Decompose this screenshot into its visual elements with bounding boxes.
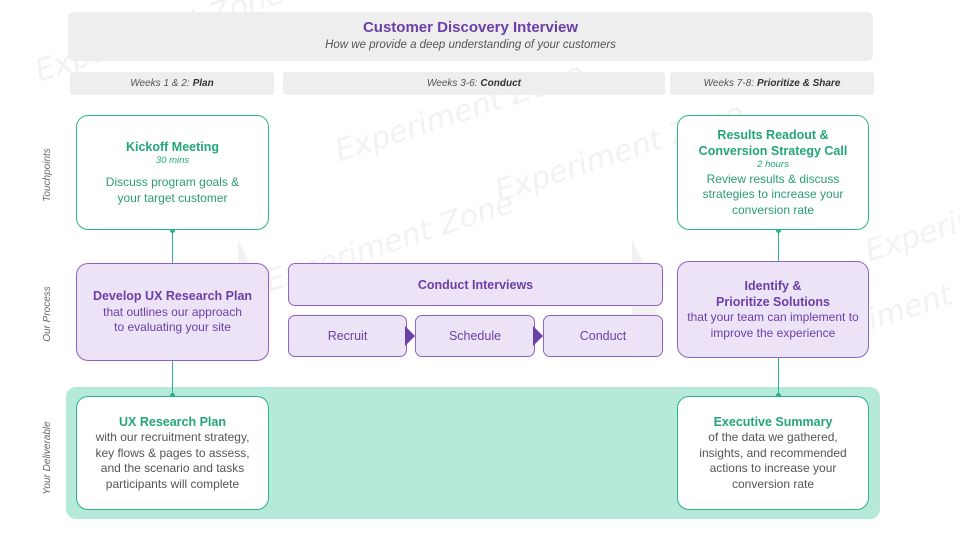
card-body: of the data we gathered, insights, and r…: [699, 429, 847, 491]
card-duration: 2 hours: [757, 159, 789, 171]
card-title: Conduct Interviews: [417, 277, 534, 292]
step-schedule: Schedule: [415, 315, 535, 357]
card-duration: 30 mins: [155, 154, 190, 166]
connector-line: [778, 358, 780, 397]
step-arrow-icon: [533, 326, 543, 346]
card-body: Discuss program goals & your target cust…: [105, 175, 240, 205]
card-title: UX Research Plan: [119, 414, 226, 429]
connector-dot: [776, 393, 781, 398]
connector-dot: [776, 228, 781, 233]
diagram-header: Customer Discovery Interview How we prov…: [68, 12, 873, 61]
phase-weeks: Weeks 1 & 2:: [130, 78, 190, 89]
phase-conduct: Weeks 3-6:Conduct: [283, 72, 665, 95]
card-title: Identify &: [744, 278, 802, 293]
card-body: that outlines our approach to evaluating…: [103, 304, 242, 335]
page-subtitle: How we provide a deep understanding of y…: [325, 39, 616, 51]
ux-research-plan-card: UX Research Plan with our recruitment st…: [76, 396, 269, 510]
step-conduct: Conduct: [543, 315, 663, 357]
develop-plan-card: Develop UX Research Plan that outlines o…: [76, 263, 269, 361]
phase-weeks: Weeks 7-8:: [703, 78, 755, 89]
watermark: Experiment Zone: [860, 156, 960, 270]
card-title: Results Readout &: [717, 127, 829, 142]
card-title: Kickoff Meeting: [125, 139, 220, 154]
connector-line: [172, 360, 174, 397]
page-title: Customer Discovery Interview: [362, 19, 579, 36]
card-body: with our recruitment strategy, key flows…: [95, 429, 250, 491]
phase-name: Prioritize & Share: [757, 78, 841, 89]
step-recruit: Recruit: [288, 315, 407, 357]
row-label-deliverable: Your Deliverable: [42, 421, 53, 495]
connector-dot: [170, 393, 175, 398]
row-label-touchpoints: Touchpoints: [42, 148, 53, 202]
card-title: Conversion Strategy Call: [698, 143, 848, 158]
kickoff-meeting-card: Kickoff Meeting 30 mins Discuss program …: [76, 115, 269, 230]
step-label: Schedule: [448, 329, 502, 343]
prioritize-solutions-card: Identify & Prioritize Solutions that you…: [677, 261, 869, 358]
row-label-process: Our Process: [42, 286, 53, 342]
phase-plan: Weeks 1 & 2:Plan: [70, 72, 274, 95]
phase-name: Conduct: [480, 78, 521, 89]
connector-line: [778, 230, 780, 262]
phase-weeks: Weeks 3-6:: [427, 78, 478, 89]
step-arrow-icon: [405, 326, 415, 346]
step-label: Recruit: [327, 329, 368, 343]
conduct-interviews-card: Conduct Interviews: [288, 263, 663, 306]
connector-line: [172, 230, 174, 264]
card-title: Develop UX Research Plan: [92, 289, 253, 304]
card-title: Executive Summary: [713, 414, 833, 429]
results-readout-card: Results Readout & Conversion Strategy Ca…: [677, 115, 869, 230]
phase-name: Plan: [192, 78, 214, 89]
card-body: Review results & discuss strategies to i…: [702, 171, 844, 217]
phase-prioritize: Weeks 7-8:Prioritize & Share: [670, 72, 874, 95]
card-title: Prioritize Solutions: [716, 294, 830, 309]
connector-dot: [170, 228, 175, 233]
card-body: that your team can implement to improve …: [687, 310, 859, 340]
executive-summary-card: Executive Summary of the data we gathere…: [677, 396, 869, 510]
step-label: Conduct: [579, 329, 627, 343]
